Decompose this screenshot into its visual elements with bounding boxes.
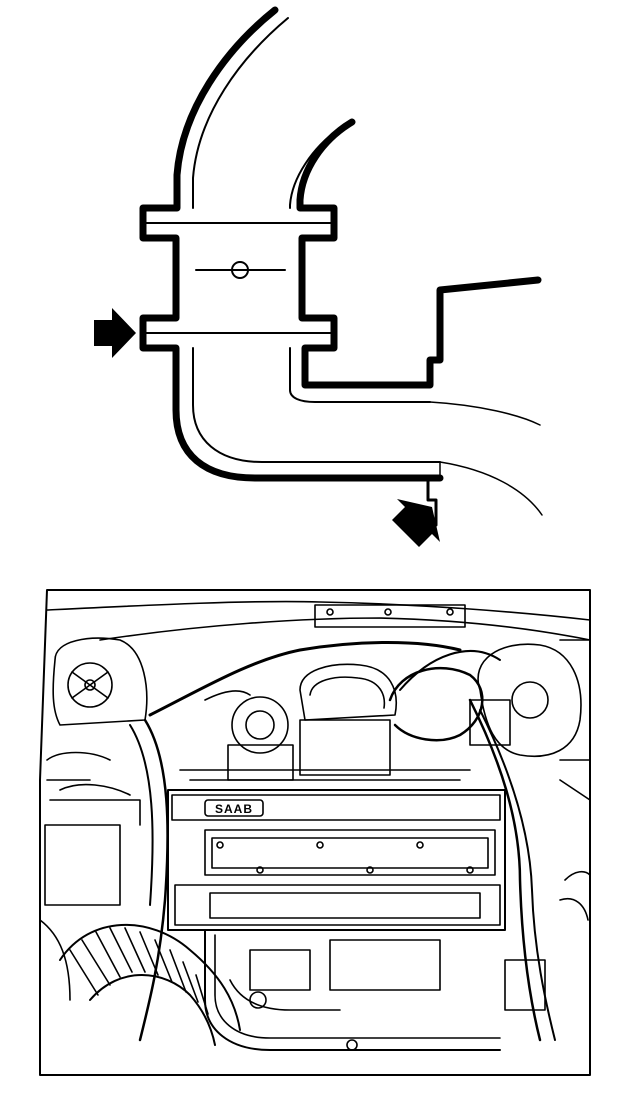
right-component	[469, 699, 511, 746]
intake-duct-ribs	[69, 927, 209, 1015]
hose-clamp-arrow	[94, 308, 136, 358]
hose-left-run	[138, 718, 169, 1042]
cam-cover-top	[171, 794, 501, 821]
saab-badge-plate	[204, 799, 264, 817]
hose-outlet-arrow	[392, 499, 440, 547]
bulkhead-line-2	[99, 617, 591, 641]
cam-bolt-1	[216, 841, 224, 849]
right-lower-parts	[504, 898, 589, 1011]
distributor-inner	[245, 710, 275, 740]
reservoir-cap-ridges	[71, 671, 109, 699]
throttle-body-inner	[309, 676, 386, 709]
lower-pipe	[229, 979, 341, 1011]
hose-outer-wall	[139, 6, 444, 482]
distributor	[231, 696, 289, 754]
hose-outer-wall-inner	[192, 17, 289, 209]
bulkhead-line	[46, 600, 591, 621]
cowl-bolt-2	[384, 608, 392, 616]
hose-outer-lower-inner	[192, 347, 441, 463]
lower-bracket-1	[249, 949, 311, 991]
cam-bolt-5	[366, 866, 374, 874]
distributor-base	[227, 744, 294, 781]
left-box	[44, 824, 121, 906]
hose-inner-wall-inner	[289, 127, 341, 209]
cam-cover-panel-2-inner	[209, 892, 481, 919]
throttle-body	[299, 663, 397, 721]
hose-inner-wall	[296, 118, 542, 389]
pipe-upper-edge	[429, 401, 541, 426]
left-edge-structure	[39, 751, 111, 1001]
cam-bolt-4	[256, 866, 264, 874]
intake-duct-inner	[89, 974, 216, 1046]
right-reservoir	[477, 643, 582, 757]
cam-cover-outline	[167, 789, 506, 931]
clamp-screw-head	[231, 261, 249, 279]
cam-cover-panel-2	[174, 884, 501, 926]
hose-coupling-detail	[139, 6, 543, 527]
harness-right-run	[468, 698, 542, 1042]
lower-bolt	[346, 1039, 358, 1051]
throttle-linkage	[299, 719, 391, 776]
cam-bolt-2	[316, 841, 324, 849]
cam-cover-panel-1	[204, 829, 496, 876]
left-box-detail	[49, 783, 141, 826]
cowl-bolt-3	[446, 608, 454, 616]
intake-manifold-lines	[179, 690, 471, 781]
harness-loop-1	[388, 666, 484, 742]
hose-inner-lower-inner	[289, 347, 431, 403]
left-reservoir	[52, 637, 148, 726]
pipe-lower-edge	[439, 461, 543, 516]
cowl-panel	[314, 604, 466, 628]
cam-bolt-6	[466, 866, 474, 874]
lower-sensor	[249, 991, 267, 1009]
arrow-markers	[94, 308, 440, 547]
pipe-bottom-stub	[426, 476, 438, 527]
reservoir-cap-center	[84, 679, 96, 691]
intake-duct-outer	[59, 923, 241, 1031]
right-edge-structure	[559, 639, 591, 881]
reservoir-cap	[67, 662, 113, 708]
hose-front-run-2	[214, 934, 501, 1039]
harness-main	[148, 641, 462, 717]
hose-front-run	[204, 929, 501, 1051]
saab-badge-text: SAAB	[215, 802, 253, 816]
cam-cover-panel-1-inner	[211, 837, 489, 869]
hose-left-run-2	[129, 724, 154, 906]
engine-bay-overview	[39, 589, 591, 1076]
cowl-bolt-1	[326, 608, 334, 616]
cam-bolt-3	[416, 841, 424, 849]
lower-bracket-2	[329, 939, 441, 991]
harness-loop-2	[399, 650, 501, 691]
engine-bay-frame	[39, 589, 591, 1076]
right-reservoir-cap	[511, 681, 549, 719]
